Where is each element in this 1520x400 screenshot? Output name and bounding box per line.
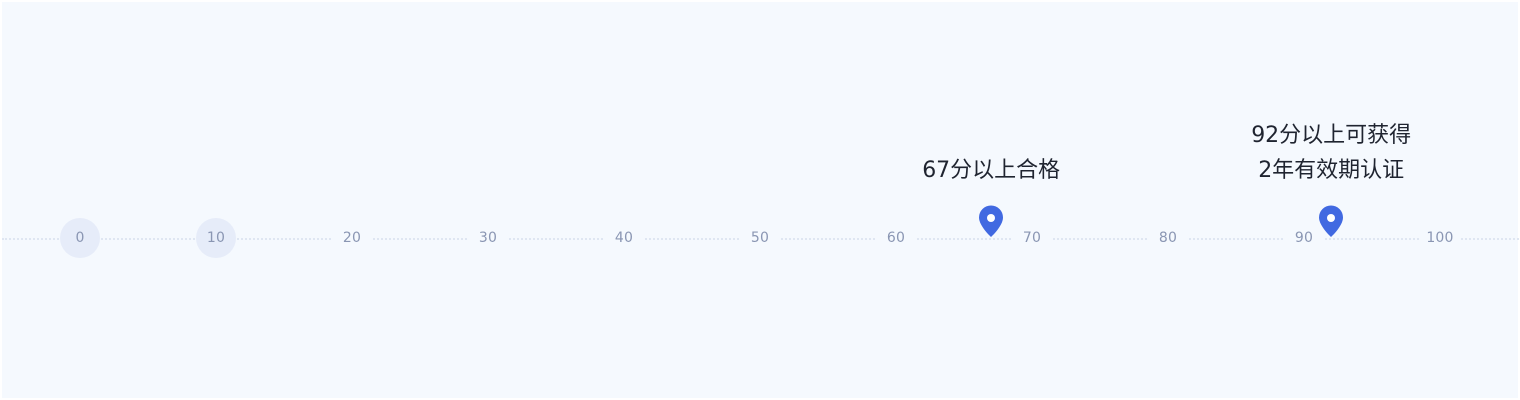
scale-tick-label: 20 [342, 230, 362, 246]
scale-tick-label: 100 [1426, 230, 1454, 246]
marker-caption: 67分以上合格 [922, 153, 1060, 188]
marker-caption: 92分以上可获得 2年有效期认证 [1251, 118, 1411, 188]
scale-tick-80: 80 [1148, 218, 1188, 258]
scale-tick-30: 30 [468, 218, 508, 258]
scale-tick-label: 40 [614, 230, 634, 246]
scale-tick-100: 100 [1420, 218, 1460, 258]
scale-tick-label: 10 [206, 230, 226, 246]
scale-tick-label: 30 [478, 230, 498, 246]
scale-tick-label: 90 [1294, 230, 1314, 246]
scale-tick-label: 80 [1158, 230, 1178, 246]
scale-tick-label: 50 [750, 230, 770, 246]
scale-tick-50: 50 [740, 218, 780, 258]
marker-caption-line: 92分以上可获得 [1251, 123, 1412, 148]
map-pin-icon [976, 204, 1006, 238]
scale-tick-label: 60 [886, 230, 906, 246]
scale-tick-10: 10 [196, 218, 236, 258]
scale-tick-60: 60 [876, 218, 916, 258]
scale-tick-0: 0 [60, 218, 100, 258]
scale-tick-label: 0 [75, 230, 85, 246]
map-pin-icon [1316, 204, 1346, 238]
scale-tick-90: 90 [1284, 218, 1324, 258]
scale-tick-70: 70 [1012, 218, 1052, 258]
marker-caption-line: 2年有效期认证 [1258, 158, 1405, 183]
scale-tick-label: 70 [1022, 230, 1042, 246]
scale-tick-40: 40 [604, 218, 644, 258]
marker-caption-line: 67分以上合格 [922, 158, 1061, 183]
scale-tick-20: 20 [332, 218, 372, 258]
